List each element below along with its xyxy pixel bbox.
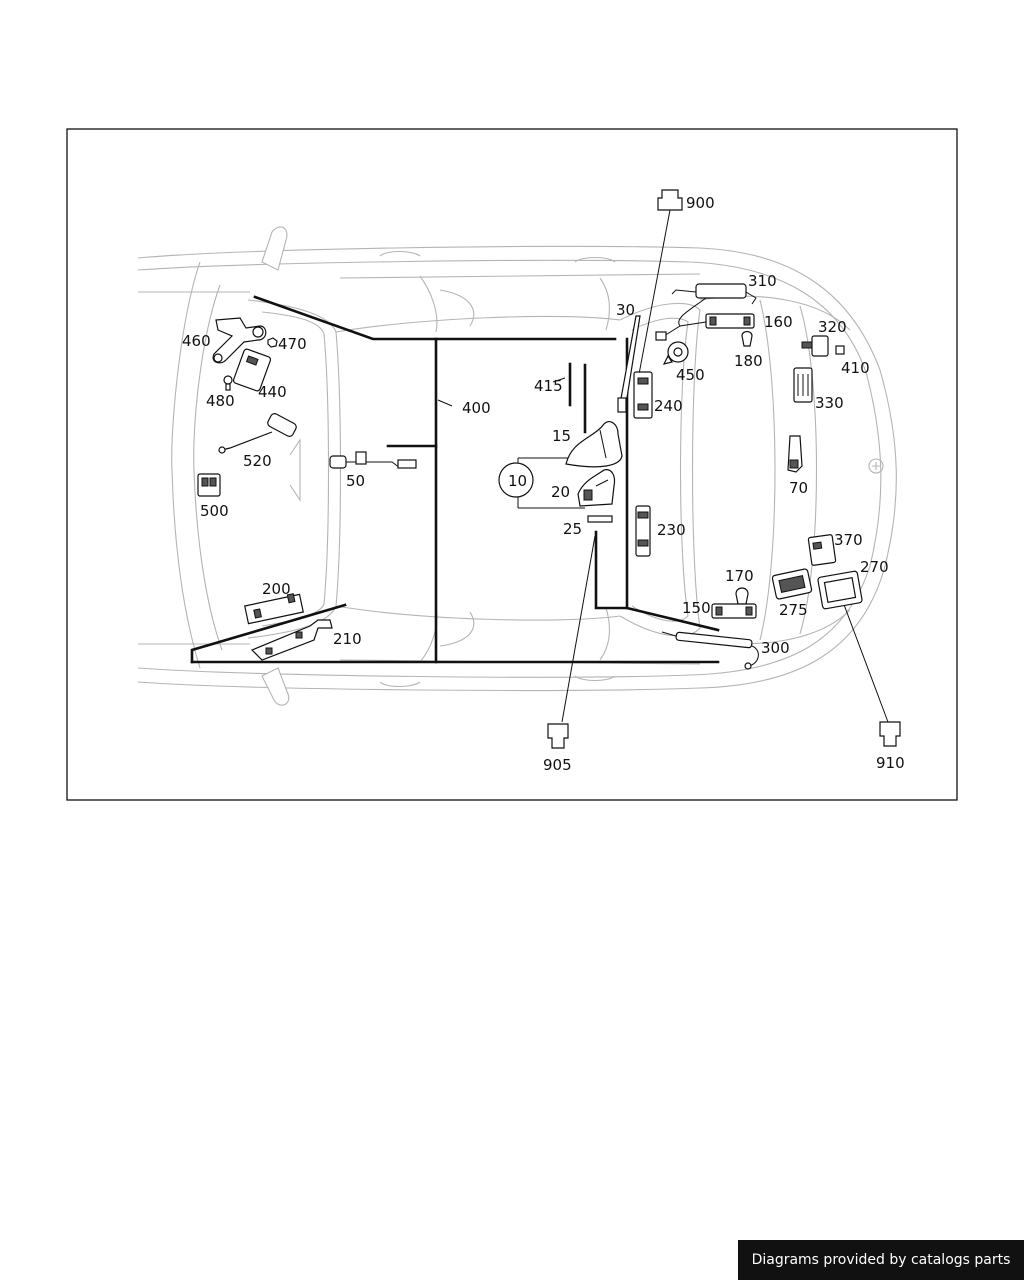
label-270: 270 bbox=[860, 558, 889, 576]
part-450-horn bbox=[662, 341, 689, 365]
label-900: 900 bbox=[686, 194, 715, 212]
part-275-bracket bbox=[771, 568, 813, 600]
part-70-bracket bbox=[787, 435, 803, 473]
label-150: 150 bbox=[682, 599, 711, 617]
label-300: 300 bbox=[761, 639, 790, 657]
part-300-cable bbox=[661, 631, 759, 670]
wiring-harness bbox=[190, 295, 720, 664]
part-320-connector bbox=[801, 335, 829, 357]
label-310: 310 bbox=[748, 272, 777, 290]
label-30: 30 bbox=[616, 301, 635, 319]
part-330-module bbox=[793, 367, 813, 403]
part-460-bracket bbox=[212, 317, 267, 364]
label-415: 415 bbox=[534, 377, 563, 395]
callout-10-circle bbox=[498, 462, 534, 498]
label-70: 70 bbox=[789, 479, 808, 497]
part-370-module bbox=[807, 534, 837, 566]
label-905: 905 bbox=[543, 756, 572, 774]
part-160-module bbox=[655, 313, 755, 341]
label-460: 460 bbox=[182, 332, 211, 350]
label-410: 410 bbox=[841, 359, 870, 377]
connector-900 bbox=[657, 189, 683, 211]
part-440-sensor bbox=[232, 348, 272, 392]
label-20: 20 bbox=[551, 483, 570, 501]
label-200: 200 bbox=[262, 580, 291, 598]
part-170-clip bbox=[735, 587, 749, 605]
part-210-antenna bbox=[250, 619, 333, 661]
label-10: 10 bbox=[508, 472, 527, 490]
part-240-amplifier bbox=[633, 371, 653, 419]
part-25-connector bbox=[587, 515, 613, 523]
connector-905 bbox=[547, 723, 569, 749]
label-25: 25 bbox=[563, 520, 582, 538]
label-500: 500 bbox=[200, 502, 229, 520]
part-470-nut bbox=[267, 337, 278, 348]
part-150-module bbox=[711, 603, 757, 619]
label-520: 520 bbox=[243, 452, 272, 470]
part-labels: 10 15 20 25 30 50 70 150 160 170 180 200… bbox=[182, 194, 905, 774]
label-15: 15 bbox=[552, 427, 571, 445]
label-230: 230 bbox=[657, 521, 686, 539]
credit-banner[interactable]: Diagrams provided by catalogs parts bbox=[738, 1240, 1024, 1280]
part-20-antenna-base bbox=[577, 469, 616, 507]
part-270-control-unit bbox=[817, 570, 863, 610]
part-30-rod-antenna bbox=[617, 315, 641, 413]
part-410-pin bbox=[835, 345, 845, 355]
part-480-bolt bbox=[223, 375, 233, 391]
part-500-module bbox=[197, 473, 221, 497]
label-450: 450 bbox=[676, 366, 705, 384]
part-15-roof-antenna bbox=[565, 421, 623, 468]
label-370: 370 bbox=[834, 531, 863, 549]
label-160: 160 bbox=[764, 313, 793, 331]
part-50-sensor bbox=[329, 451, 417, 469]
part-180-clip bbox=[741, 330, 753, 347]
label-275: 275 bbox=[779, 601, 808, 619]
label-400: 400 bbox=[462, 399, 491, 417]
label-210: 210 bbox=[333, 630, 362, 648]
part-200-module bbox=[244, 593, 304, 625]
label-480: 480 bbox=[206, 392, 235, 410]
part-310-cable bbox=[671, 283, 757, 327]
label-170: 170 bbox=[725, 567, 754, 585]
label-180: 180 bbox=[734, 352, 763, 370]
label-470: 470 bbox=[278, 335, 307, 353]
label-330: 330 bbox=[815, 394, 844, 412]
connector-910 bbox=[879, 721, 901, 747]
label-240: 240 bbox=[654, 397, 683, 415]
label-440: 440 bbox=[258, 383, 287, 401]
label-320: 320 bbox=[818, 318, 847, 336]
label-910: 910 bbox=[876, 754, 905, 772]
part-520-sensor bbox=[218, 413, 297, 454]
diagram-frame bbox=[66, 128, 958, 801]
part-230-module bbox=[635, 505, 651, 557]
label-50: 50 bbox=[346, 472, 365, 490]
